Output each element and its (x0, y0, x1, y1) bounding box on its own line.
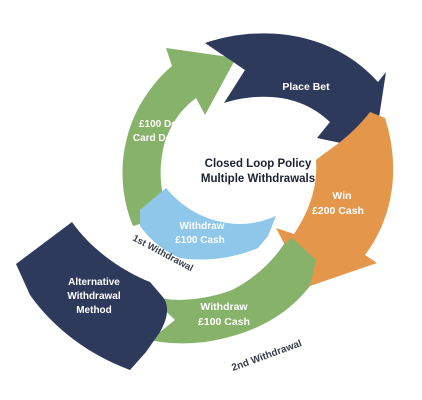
center-title-line1: Closed Loop Policy (205, 158, 312, 170)
win-segment (276, 112, 394, 287)
deposit-segment (122, 48, 236, 226)
withdraw-2-segment (150, 238, 316, 344)
deposit-label-line2: Card Deposit (133, 133, 196, 144)
alternative-label-line3: Method (76, 305, 112, 316)
win-label-line2: £200 Cash (312, 205, 364, 217)
alternative-segment (16, 222, 168, 370)
withdraw-1-label-line1: Withdraw (180, 221, 225, 232)
place-bet-segment (205, 33, 386, 150)
deposit-label-line1: £100 Debit (139, 119, 190, 130)
withdraw-2-label-line2: £100 Cash (198, 316, 250, 328)
withdraw-1-label-line2: £100 Cash (175, 235, 224, 246)
alternative-label-line1: Alternative (68, 277, 120, 288)
withdraw-2-label-line1: Withdraw (200, 301, 248, 313)
second-withdrawal-label: 2nd Withdrawal (230, 338, 303, 374)
withdraw-1-segment (140, 188, 276, 260)
alternative-label-line2: Withdrawal (67, 291, 120, 302)
win-label-line1: Win (332, 190, 351, 202)
center-title-line2: Multiple Withdrawals (201, 173, 315, 185)
place-bet-label: Place Bet (282, 81, 330, 93)
